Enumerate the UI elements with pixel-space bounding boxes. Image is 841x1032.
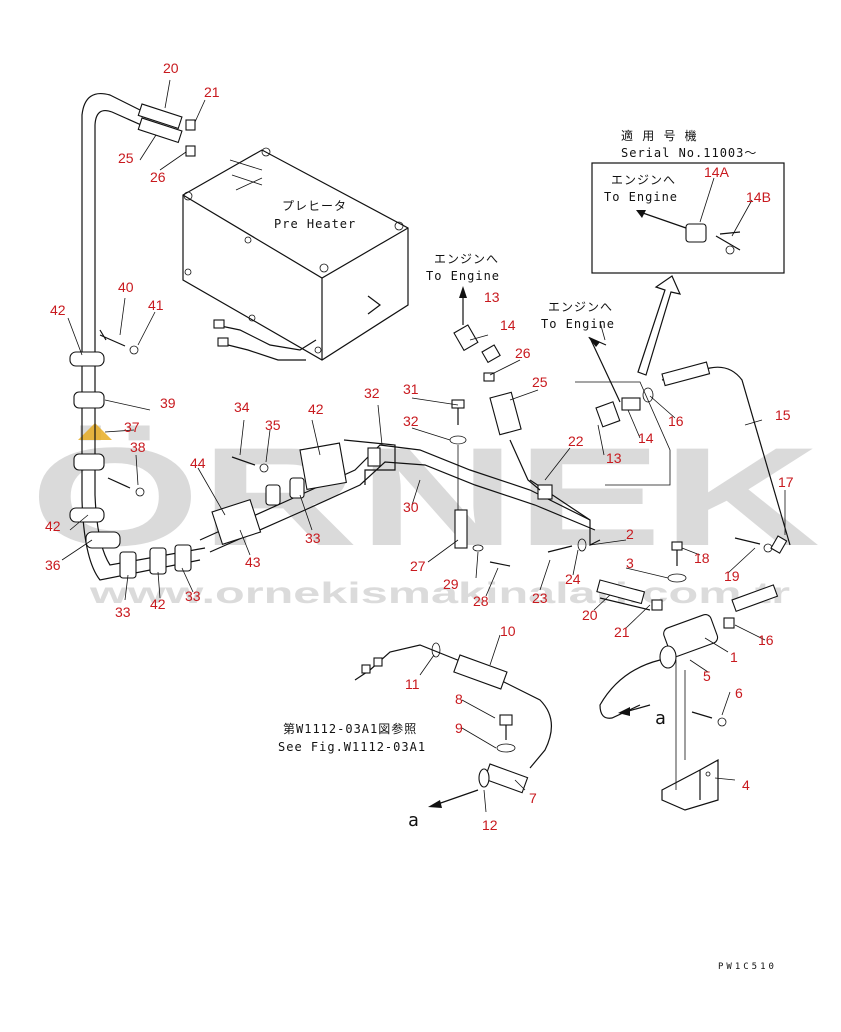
callout-26: 26 xyxy=(150,169,166,185)
callout-37: 37 xyxy=(124,419,140,435)
callout-34: 34 xyxy=(234,399,250,415)
callout-16b: 16 xyxy=(758,632,774,648)
callout-33b: 33 xyxy=(185,588,201,604)
callout-22: 22 xyxy=(568,433,584,449)
callout-12: 12 xyxy=(482,817,498,833)
callout-6: 6 xyxy=(735,685,743,701)
callout-42c: 42 xyxy=(150,596,166,612)
serial-box: 適 用 号 機 Serial No.11003〜 エンジンへ To Engine xyxy=(591,128,785,376)
callout-28: 28 xyxy=(473,593,489,609)
preheater-label-en: Pre Heater xyxy=(274,217,356,231)
callout-1: 1 xyxy=(730,649,738,665)
callout-14b: 14 xyxy=(638,430,654,446)
callout-36: 36 xyxy=(45,557,61,573)
callout-8: 8 xyxy=(455,691,463,707)
callout-7: 7 xyxy=(529,790,537,806)
callout-5: 5 xyxy=(703,668,711,684)
callout-14A: 14A xyxy=(704,164,730,180)
callout-19: 19 xyxy=(724,568,740,584)
callout-40: 40 xyxy=(118,279,134,295)
solenoid-assembly: a xyxy=(599,541,727,811)
callout-14B: 14B xyxy=(746,189,771,205)
callout-20: 20 xyxy=(163,60,179,76)
callout-20b: 20 xyxy=(582,607,598,623)
callout-32: 32 xyxy=(403,413,419,429)
callout-21: 21 xyxy=(204,84,220,100)
to-engine-en-1: To Engine xyxy=(426,269,500,283)
serial-label-jp: 適 用 号 機 xyxy=(621,128,698,143)
callout-43: 43 xyxy=(245,554,261,570)
arrow-a-left: a xyxy=(408,810,420,831)
callout-4: 4 xyxy=(742,777,750,793)
callout-30a: 32 xyxy=(364,385,380,401)
callout-39: 39 xyxy=(160,395,176,411)
arrow-a-right: a xyxy=(655,708,667,729)
callout-24: 24 xyxy=(565,571,581,587)
callout-labels: 20 21 25 26 40 41 42 39 37 38 42 36 33 4… xyxy=(45,60,794,833)
to-engine-center: エンジンへ To Engine xyxy=(426,252,541,491)
left-hose xyxy=(69,93,601,581)
cable-assembly: a 第W1112-03A1図参照 See Fig.W1112-03A1 xyxy=(278,642,552,831)
callout-15: 15 xyxy=(775,407,791,423)
callout-27: 27 xyxy=(410,558,426,574)
to-engine-right: エンジンへ To Engine xyxy=(541,300,671,486)
callout-14a: 14 xyxy=(500,317,516,333)
callout-35: 35 xyxy=(265,417,281,433)
right-hose xyxy=(596,361,791,629)
callout-23: 23 xyxy=(532,590,548,606)
callout-10: 10 xyxy=(500,623,516,639)
callout-44: 44 xyxy=(190,455,206,471)
callout-13a: 13 xyxy=(484,289,500,305)
see-fig-en: See Fig.W1112-03A1 xyxy=(278,740,426,754)
to-engine-jp-2: エンジンへ xyxy=(548,300,613,314)
callout-9: 9 xyxy=(455,720,463,736)
callout-38: 38 xyxy=(130,439,146,455)
callout-2: 2 xyxy=(626,526,634,542)
callout-21b: 21 xyxy=(614,624,630,640)
to-engine-en-2: To Engine xyxy=(541,317,615,331)
callout-33a: 33 xyxy=(115,604,131,620)
callout-26b: 26 xyxy=(515,345,531,361)
serial-label-en: Serial No.11003〜 xyxy=(621,146,757,160)
callout-17: 17 xyxy=(778,474,794,490)
callout-29: 29 xyxy=(443,576,459,592)
see-fig-jp: 第W1112-03A1図参照 xyxy=(283,721,417,736)
callout-25b: 25 xyxy=(532,374,548,390)
to-engine-jp-1: エンジンへ xyxy=(434,252,499,266)
callout-16a: 16 xyxy=(668,413,684,429)
leader-lines xyxy=(61,79,786,813)
callout-42a: 42 xyxy=(50,302,66,318)
serial-to-engine-jp: エンジンへ xyxy=(611,173,676,187)
callout-42b: 42 xyxy=(45,518,61,534)
callout-33c: 33 xyxy=(305,530,321,546)
callout-13b: 13 xyxy=(606,450,622,466)
callout-31: 31 xyxy=(403,381,419,397)
preheater-box: プレヒータ Pre Heater xyxy=(182,147,409,361)
callout-42d: 42 xyxy=(308,401,324,417)
callout-41: 41 xyxy=(148,297,164,313)
callout-3: 3 xyxy=(626,555,634,571)
serial-to-engine-en: To Engine xyxy=(604,190,678,204)
callout-11: 11 xyxy=(405,676,420,692)
watermark-url: www.ornekismakinalari.com.tr xyxy=(88,577,790,610)
callout-30b: 30 xyxy=(403,499,419,515)
preheater-label-jp: プレヒータ xyxy=(282,199,347,213)
callout-18: 18 xyxy=(694,550,710,566)
watermark: ÖRNEK www.ornekismakinalari.com.tr xyxy=(30,418,820,610)
drawing-code: PW1C510 xyxy=(718,962,777,972)
callout-25: 25 xyxy=(118,150,134,166)
